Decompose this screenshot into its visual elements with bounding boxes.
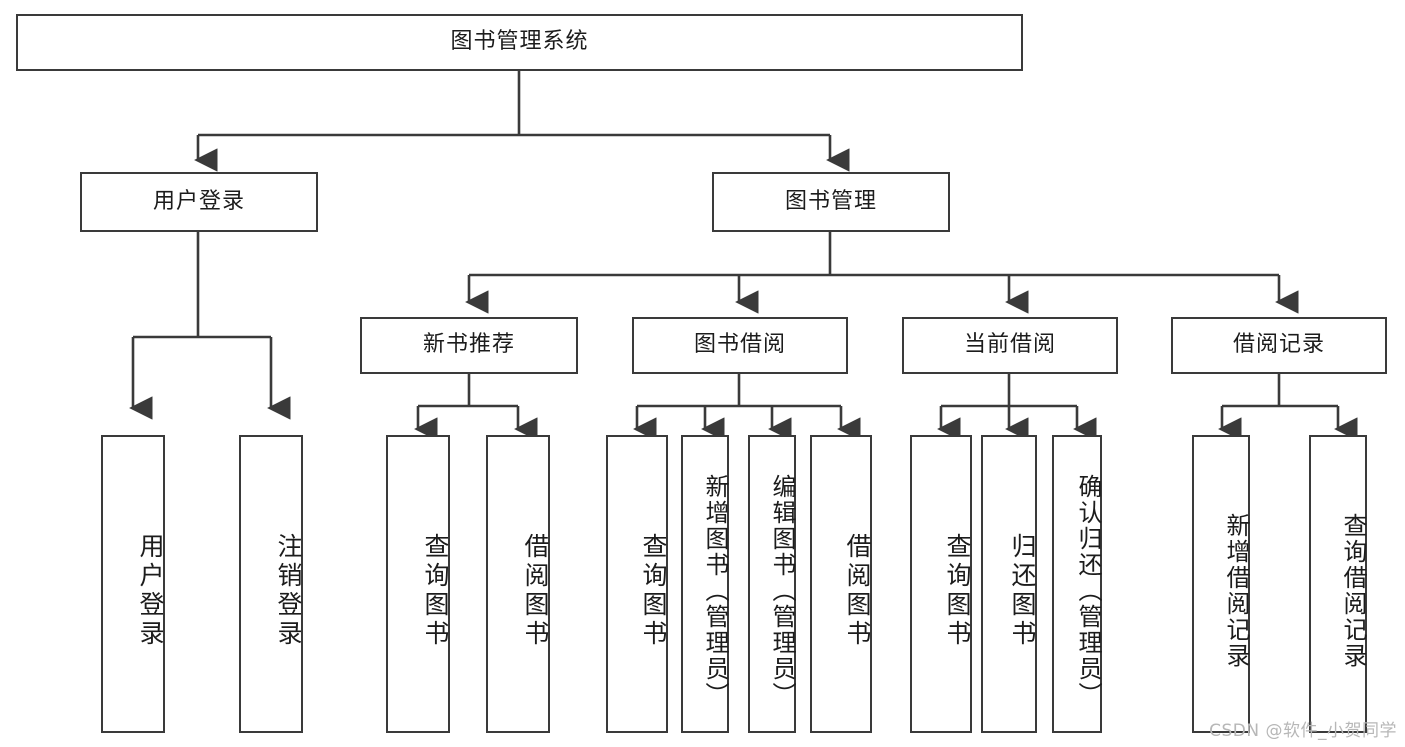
node-label: 图书借阅 [693,332,786,358]
watermark: CSDN @软件_小贺同学 [1209,721,1397,741]
node-current-borrow[interactable]: 当前借阅 [902,317,1118,374]
leaf-recommend-query-book[interactable]: 查询图书 [386,435,450,733]
node-label: 图书管理系统 [450,29,589,55]
leaf-current-query-book[interactable]: 查询图书 [910,435,972,733]
node-label: 借阅记录 [1232,332,1325,358]
node-label: 查询图书 [943,533,972,649]
leaf-borrow-add-book-admin[interactable]: 新增图书（管理员） [681,435,729,733]
node-label: 图书管理 [784,188,877,214]
leaf-record-add-borrow-record[interactable]: 新增借阅记录 [1192,435,1250,733]
node-root-book-management-system[interactable]: 图书管理系统 [16,14,1023,71]
leaf-user-login[interactable]: 用户登录 [101,435,165,733]
node-label: 注销登录 [274,533,303,649]
leaf-user-logout[interactable]: 注销登录 [239,435,303,733]
node-label: 新增借阅记录 [1222,513,1250,669]
node-book-borrow[interactable]: 图书借阅 [632,317,848,374]
leaf-borrow-borrow-book[interactable]: 借阅图书 [810,435,872,733]
node-borrow-record[interactable]: 借阅记录 [1171,317,1387,374]
node-user-login[interactable]: 用户登录 [80,172,318,232]
node-label: 确认归还（管理员） [1074,474,1102,708]
node-new-book-recommend[interactable]: 新书推荐 [360,317,578,374]
node-label: 新书推荐 [422,332,515,358]
node-label: 当前借阅 [963,332,1056,358]
leaf-record-query-borrow-record[interactable]: 查询借阅记录 [1309,435,1367,733]
leaf-current-confirm-return-admin[interactable]: 确认归还（管理员） [1052,435,1102,733]
node-label: 新增图书（管理员） [701,474,729,708]
leaf-borrow-query-book[interactable]: 查询图书 [606,435,668,733]
node-label: 用户登录 [136,533,165,649]
leaf-borrow-edit-book-admin[interactable]: 编辑图书（管理员） [748,435,796,733]
node-label: 查询图书 [639,533,668,649]
node-label: 归还图书 [1008,533,1037,649]
node-label: 用户登录 [152,188,245,214]
node-label: 查询图书 [421,533,450,649]
leaf-current-return-book[interactable]: 归还图书 [981,435,1037,733]
node-label: 查询借阅记录 [1339,513,1367,669]
leaf-recommend-borrow-book[interactable]: 借阅图书 [486,435,550,733]
node-book-management[interactable]: 图书管理 [712,172,950,232]
node-label: 借阅图书 [843,533,872,649]
node-label: 借阅图书 [521,533,550,649]
node-label: 编辑图书（管理员） [768,474,796,708]
